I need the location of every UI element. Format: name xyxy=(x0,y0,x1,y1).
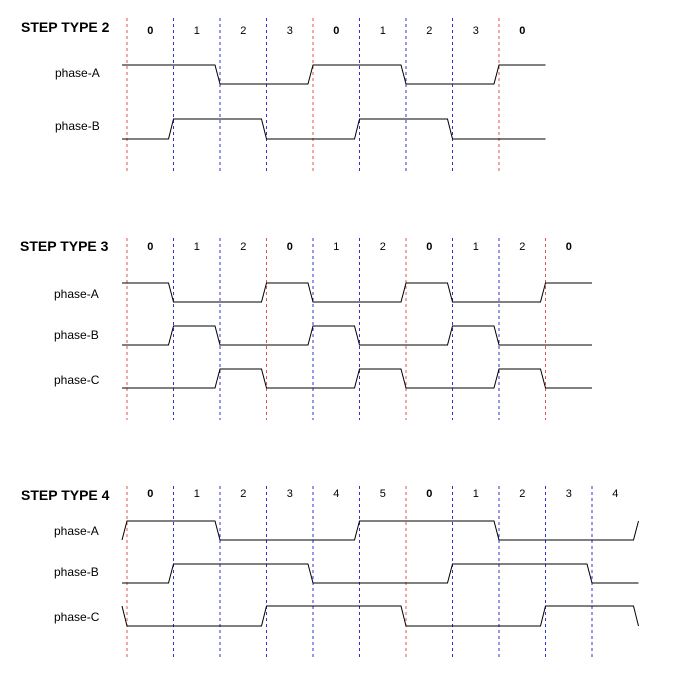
step-type-section: STEP TYPE 3 0 1 2 0 1 2 0 1 2 0 phase-A phase-B phase… xyxy=(20,238,592,420)
step-label: 1 xyxy=(473,241,479,253)
step-label: 2 xyxy=(240,25,246,37)
step-label: 2 xyxy=(426,25,432,37)
step-label: 1 xyxy=(194,241,200,253)
step-type-section: STEP TYPE 2 0 1 2 3 0 1 2 3 0 phase-A phase-B xyxy=(21,18,546,173)
phase-label: phase-B xyxy=(54,328,99,342)
step-label: 0 xyxy=(147,25,153,37)
step-label: 3 xyxy=(566,488,572,500)
phase-label: phase-C xyxy=(54,610,100,624)
phase-label: phase-B xyxy=(55,119,100,133)
step-label: 1 xyxy=(473,488,479,500)
step-label: 0 xyxy=(519,25,525,37)
phase-waveform xyxy=(122,325,592,346)
step-label: 3 xyxy=(287,25,293,37)
step-label: 3 xyxy=(473,25,479,37)
step-label: 2 xyxy=(380,241,386,253)
step-label: 3 xyxy=(287,488,293,500)
phase-label: phase-A xyxy=(54,287,99,301)
step-label: 0 xyxy=(147,241,153,253)
step-label: 1 xyxy=(333,241,339,253)
step-label: 2 xyxy=(519,488,525,500)
section-title: STEP TYPE 3 xyxy=(20,238,109,254)
step-label: 1 xyxy=(194,25,200,37)
step-label: 4 xyxy=(612,488,618,500)
phase-waveform xyxy=(122,368,592,389)
phase-waveform xyxy=(121,605,639,627)
step-label: 0 xyxy=(566,241,572,253)
step-type-section: STEP TYPE 4 0 1 2 3 4 5 0 1 2 3 4 phase-A phase-B phas… xyxy=(21,486,639,660)
step-label: 4 xyxy=(333,488,339,500)
step-label: 2 xyxy=(240,241,246,253)
step-label: 0 xyxy=(426,241,432,253)
phase-label: phase-B xyxy=(54,565,99,579)
step-label: 0 xyxy=(147,488,153,500)
phase-label: phase-A xyxy=(55,66,100,80)
step-label: 5 xyxy=(380,488,386,500)
phase-label: phase-C xyxy=(54,373,100,387)
step-label: 0 xyxy=(426,488,432,500)
phase-waveform xyxy=(122,282,592,303)
phase-waveform xyxy=(122,563,639,584)
step-label: 2 xyxy=(519,241,525,253)
phase-waveform xyxy=(121,520,639,541)
section-title: STEP TYPE 4 xyxy=(21,487,110,503)
phase-waveform xyxy=(122,118,546,140)
step-label: 0 xyxy=(333,25,339,37)
step-label: 2 xyxy=(240,488,246,500)
step-label: 1 xyxy=(194,488,200,500)
phase-waveform xyxy=(122,64,546,85)
section-title: STEP TYPE 2 xyxy=(21,19,110,35)
step-label: 0 xyxy=(287,241,293,253)
step-label: 1 xyxy=(380,25,386,37)
phase-label: phase-A xyxy=(54,524,99,538)
